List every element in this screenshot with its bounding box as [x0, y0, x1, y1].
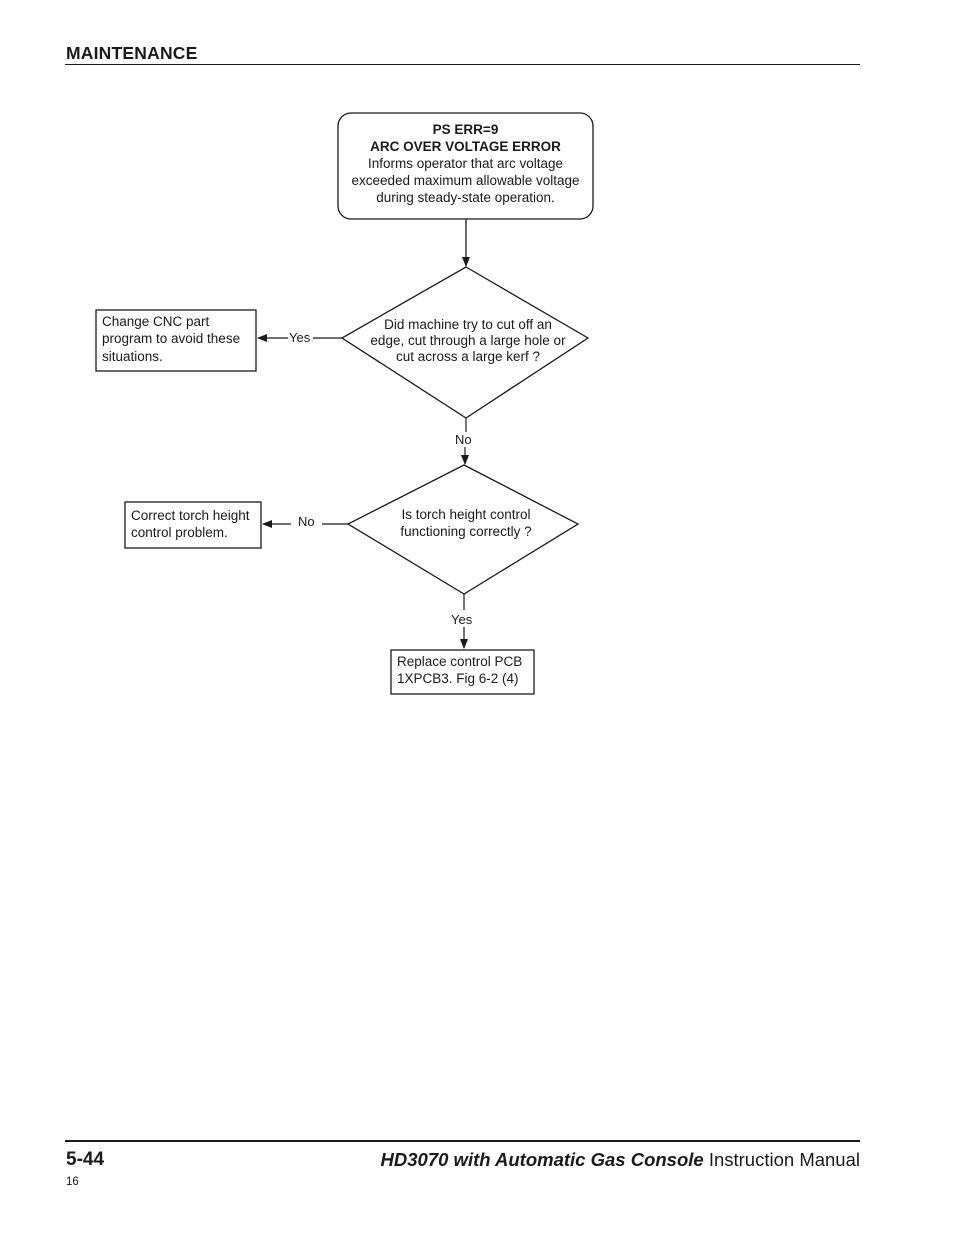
action3-line: Replace control PCB [397, 654, 523, 669]
footer-rule [65, 1140, 860, 1142]
start-code: PS ERR=9 [432, 122, 499, 137]
decision1-line: cut across a large kerf ? [395, 349, 541, 364]
section-title: MAINTENANCE [66, 43, 198, 63]
action1-line: program to avoid these [102, 331, 241, 346]
start-line: exceeded maximum allowable voltage [351, 173, 580, 188]
decision2-no-label: No [298, 514, 315, 529]
decision2-yes-label: Yes [451, 612, 473, 627]
decision2-line: Is torch height control [401, 507, 531, 522]
start-line: Informs operator that arc voltage [367, 156, 564, 171]
decision1-no-label: No [455, 432, 472, 447]
start-title: ARC OVER VOLTAGE ERROR [370, 139, 561, 154]
action2-line: control problem. [131, 525, 228, 540]
action1-line: Change CNC part [102, 314, 210, 329]
action3-box [390, 649, 535, 695]
decision2-line: functioning correctly ? [400, 524, 532, 539]
action1-line: situations. [102, 349, 163, 364]
decision1-line: edge, cut through a large hole or [370, 333, 566, 348]
manual-title: HD3070 with Automatic Gas Console Instru… [381, 1149, 860, 1171]
action2-line: Correct torch height [131, 508, 250, 523]
action1-box [95, 309, 257, 372]
action2-box [124, 501, 262, 549]
decision1-line: Did machine try to cut off an [384, 317, 552, 332]
start-line: during steady-state operation. [376, 190, 555, 205]
header-rule [65, 64, 860, 65]
manual-suffix: Instruction Manual [708, 1149, 860, 1170]
action3-line: 1XPCB3. Fig 6-2 (4) [397, 671, 519, 686]
sheet-number: 16 [66, 1176, 79, 1188]
decision1-yes-label: Yes [289, 330, 311, 345]
page-number: 5-44 [66, 1149, 105, 1170]
manual-product: HD3070 with Automatic Gas Console [380, 1149, 704, 1170]
